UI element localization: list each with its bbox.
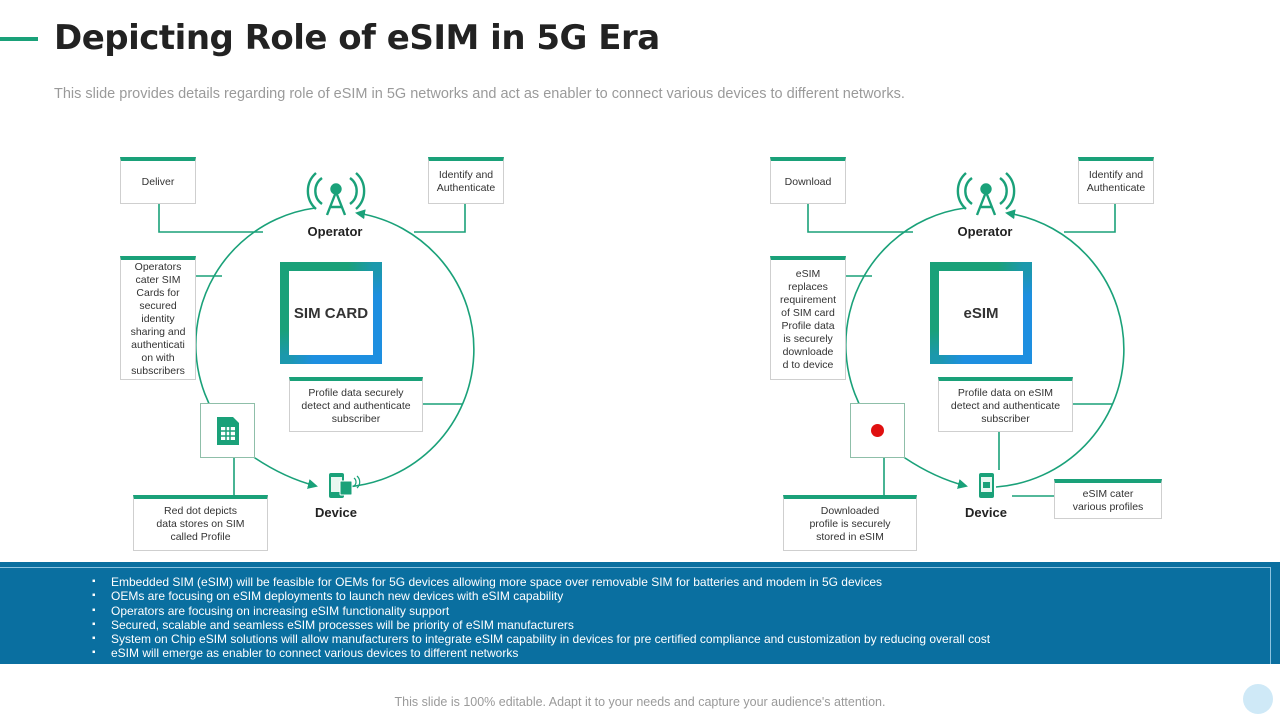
right-cycle-arc-bottom <box>904 457 968 489</box>
left-device-label: Device <box>315 505 357 520</box>
page-subtitle: This slide provides details regarding ro… <box>54 86 905 102</box>
bullet-item: Operators are focusing on increasing eSI… <box>92 604 990 619</box>
phone-sim-icon <box>979 473 994 498</box>
sim-card-icon <box>216 416 239 445</box>
corner-decoration <box>1243 684 1273 714</box>
right-box-cater: eSIM cater various profiles <box>1054 479 1162 519</box>
left-sim-icon-box <box>200 403 255 458</box>
left-cycle-arc-bottom <box>254 457 318 489</box>
right-center-esim: eSIM <box>930 262 1032 364</box>
right-device-label: Device <box>965 505 1007 520</box>
antenna-icon <box>956 172 1016 216</box>
footer-note: This slide is 100% editable. Adapt it to… <box>394 695 886 709</box>
band-top-line <box>0 567 1270 568</box>
right-connector-download <box>807 203 913 233</box>
left-center-label: SIM CARD <box>293 304 369 322</box>
left-connector-identify <box>414 203 466 233</box>
summary-bullets: Embedded SIM (eSIM) will be feasible for… <box>92 575 990 661</box>
right-box-download: Download <box>770 157 846 204</box>
bullet-item: Secured, scalable and seamless eSIM proc… <box>92 618 990 633</box>
left-box-reddot: Red dot depicts data stores on SIM calle… <box>133 495 268 551</box>
left-connector-deliver <box>158 203 263 233</box>
antenna-icon <box>306 172 366 216</box>
right-connector-identify <box>1064 203 1116 233</box>
title-accent-bar <box>0 37 38 41</box>
bullet-item: System on Chip eSIM solutions will allow… <box>92 632 990 647</box>
right-cycle-arc-right <box>995 209 1125 488</box>
bullet-item: Embedded SIM (eSIM) will be feasible for… <box>92 575 990 590</box>
bullet-item: OEMs are focusing on eSIM deployments to… <box>92 589 990 604</box>
right-box-identify: Identify and Authenticate <box>1078 157 1154 204</box>
left-box-deliver: Deliver <box>120 157 196 204</box>
bullet-item: eSIM will emerge as enabler to connect v… <box>92 646 990 661</box>
left-box-operators: Operators cater SIM Cards for secured id… <box>120 256 196 380</box>
page-title: Depicting Role of eSIM in 5G Era <box>54 18 660 58</box>
band-right-line <box>1270 567 1271 664</box>
left-box-identify: Identify and Authenticate <box>428 157 504 204</box>
right-reddot-icon-box <box>850 403 905 458</box>
right-box-downloaded: Downloaded profile is securely stored in… <box>783 495 917 551</box>
right-center-label: eSIM <box>963 304 999 322</box>
red-dot-icon <box>871 424 884 437</box>
left-operator-label: Operator <box>307 224 363 239</box>
left-box-profile: Profile data securely detect and authent… <box>289 377 423 432</box>
phone-sim-icon <box>329 473 361 498</box>
right-box-esim-replaces: eSIM replaces requirement of SIM card Pr… <box>770 256 846 380</box>
left-center-sim-card: SIM CARD <box>280 262 382 364</box>
right-box-profile: Profile data on eSIM detect and authenti… <box>938 377 1073 432</box>
left-cycle-arc-right <box>345 209 475 488</box>
right-operator-label: Operator <box>957 224 1013 239</box>
